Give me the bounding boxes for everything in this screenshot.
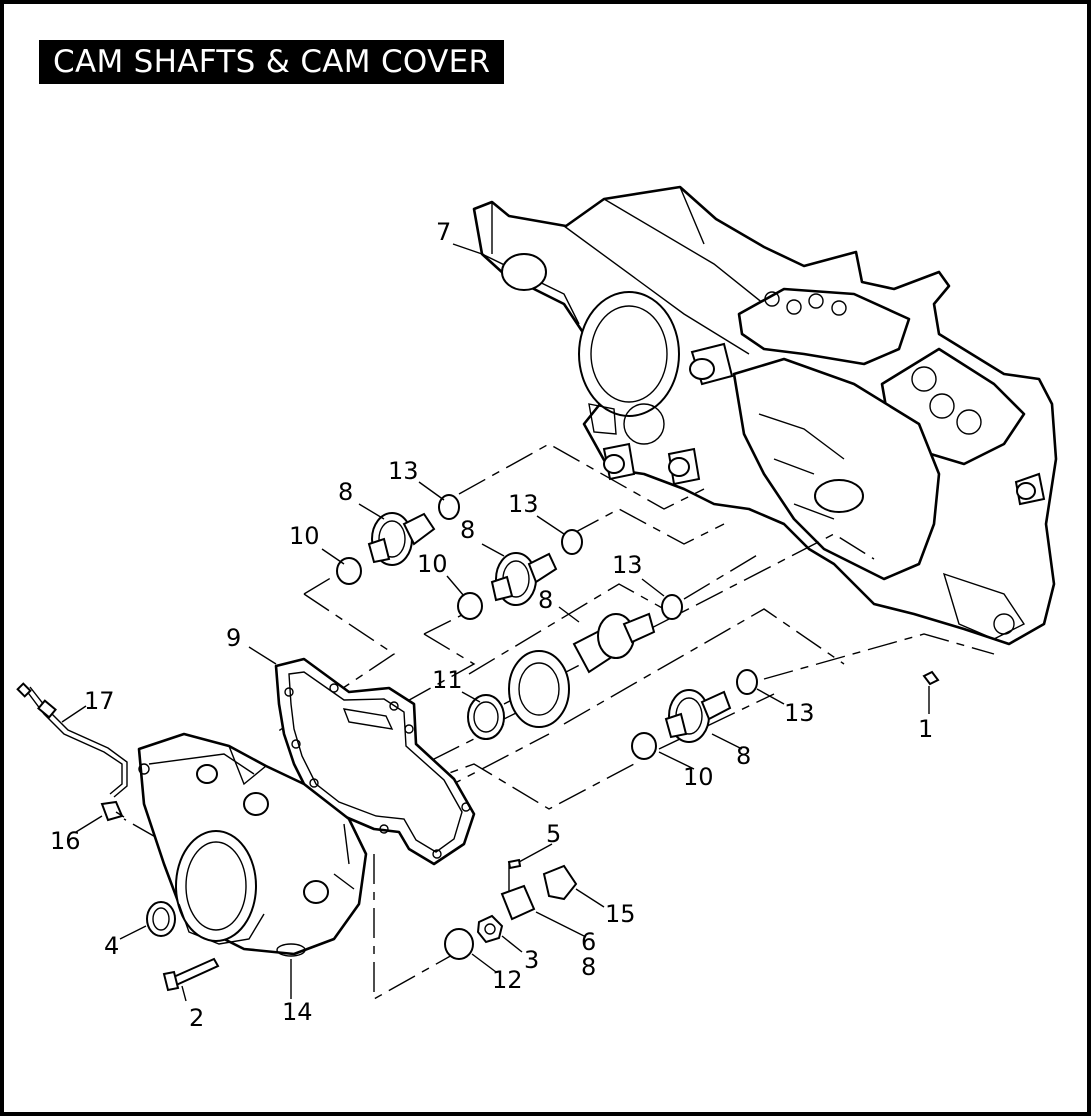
callout-8-upper-left: 8 (338, 478, 353, 506)
cam-gear-center (508, 612, 656, 728)
callout-5: 5 (546, 820, 561, 848)
callout-8-below-6: 8 (581, 953, 596, 981)
callout-8-upper-middle: 8 (460, 516, 475, 544)
small-hardware (162, 670, 940, 992)
crankcase (472, 185, 1058, 646)
cam-gear-upper-left (367, 512, 436, 566)
callout-12: 12 (492, 966, 523, 994)
callout-14: 14 (282, 998, 313, 1026)
leader-lines (61, 243, 930, 1002)
callout-13-lower: 13 (784, 699, 815, 727)
page-title: CAM SHAFTS & CAM COVER (39, 40, 505, 84)
callout-labels: 1 2 3 4 5 6 8 7 8 8 8 8 9 10 10 10 11 12… (50, 218, 933, 1032)
callout-11: 11 (432, 666, 463, 694)
oil-line-assembly (16, 682, 128, 822)
exploded-parts-diagram: 1 2 3 4 5 6 8 7 8 8 8 8 9 10 10 10 11 12… (16, 185, 1058, 1032)
callout-10-left: 10 (289, 522, 320, 550)
cam-gear-upper-middle (490, 552, 558, 606)
callout-8-center: 8 (538, 586, 553, 614)
callout-13-second: 13 (508, 490, 539, 518)
bearings (146, 494, 758, 960)
callout-7: 7 (436, 218, 451, 246)
callout-1: 1 (918, 715, 933, 743)
callout-13-third: 13 (612, 551, 643, 579)
cam-gear-lower (664, 689, 732, 743)
callout-17: 17 (84, 687, 115, 715)
callout-9: 9 (226, 624, 241, 652)
callout-16: 16 (50, 827, 81, 855)
callout-13-top: 13 (388, 457, 419, 485)
cam-cover (137, 732, 368, 957)
callout-8-lower: 8 (736, 742, 751, 770)
callout-4: 4 (104, 932, 119, 960)
callout-15: 15 (605, 900, 636, 928)
callout-10-middle: 10 (417, 550, 448, 578)
callout-6: 6 (581, 928, 596, 956)
callout-3: 3 (524, 946, 539, 974)
cam-cover-gasket (274, 657, 476, 866)
callout-10-lower: 10 (683, 763, 714, 791)
callout-2: 2 (189, 1004, 204, 1032)
